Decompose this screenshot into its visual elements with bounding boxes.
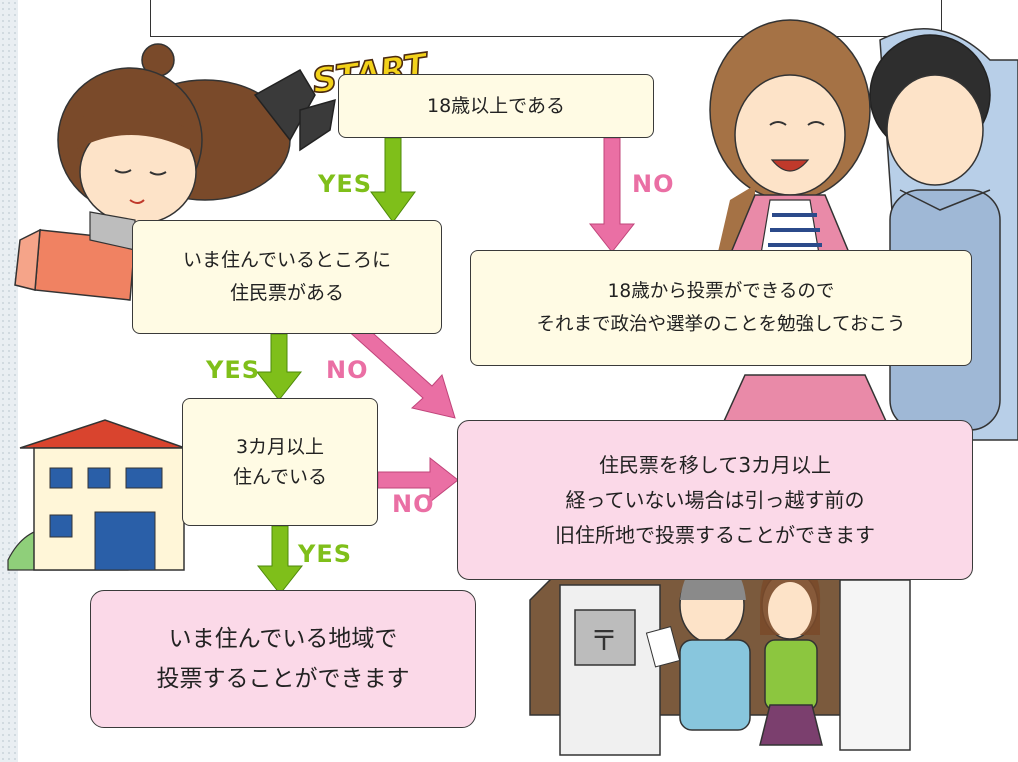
question-registry-box: いま住んでいるところに 住民票がある bbox=[132, 220, 442, 334]
arrow-no-age bbox=[588, 137, 636, 253]
result-old-address-line2: 経っていない場合は引っ越す前の bbox=[565, 487, 865, 512]
arrow-yes-age bbox=[370, 137, 416, 223]
result-under18-box: 18歳から投票ができるので それまで政治や選挙のことを勉強しておこう bbox=[470, 250, 972, 366]
couple-illustration bbox=[709, 19, 1018, 441]
arrow-yes-registry bbox=[255, 333, 303, 401]
question-three-months-line2: 住んでいる bbox=[232, 466, 328, 488]
question-three-months-box: 3カ月以上 住んでいる bbox=[182, 398, 378, 526]
question-age-box: 18歳以上である bbox=[338, 74, 654, 138]
edge-label-yes-age: YES bbox=[318, 170, 373, 198]
result-under18-line1: 18歳から投票ができるので bbox=[607, 280, 835, 302]
result-old-address-line1: 住民票を移して3カ月以上 bbox=[598, 452, 832, 477]
question-registry-line2: 住民票がある bbox=[229, 282, 344, 304]
edge-label-no-three-months: NO bbox=[392, 490, 435, 518]
result-old-address-line3: 旧住所地で投票することができます bbox=[555, 522, 875, 547]
svg-text:〒: 〒 bbox=[590, 624, 618, 657]
page-edge-strip bbox=[0, 0, 18, 762]
result-local-box: いま住んでいる地域で 投票することができます bbox=[90, 590, 476, 728]
result-local-line1: いま住んでいる地域で bbox=[168, 625, 398, 652]
arrow-no-three-months bbox=[377, 456, 459, 504]
question-age-text: 18歳以上である bbox=[427, 94, 565, 117]
voting-station-illustration: 〒 bbox=[529, 560, 911, 756]
edge-label-yes-three-months: YES bbox=[298, 540, 353, 568]
arrow-yes-three-months bbox=[256, 525, 304, 595]
question-three-months-line1: 3カ月以上 bbox=[235, 435, 325, 458]
edge-label-yes-registry: YES bbox=[206, 356, 261, 384]
result-under18-line2: それまで政治や選挙のことを勉強しておこう bbox=[536, 314, 906, 335]
question-registry-line1: いま住んでいるところに bbox=[182, 248, 392, 271]
edge-label-no-age: NO bbox=[632, 170, 675, 198]
flow-arrows bbox=[255, 137, 636, 595]
result-old-address-box: 住民票を移して3カ月以上 経っていない場合は引っ越す前の 旧住所地で投票すること… bbox=[457, 420, 973, 580]
result-local-line2: 投票することができます bbox=[156, 666, 410, 692]
edge-label-no-registry: NO bbox=[326, 356, 369, 384]
house-illustration bbox=[7, 419, 186, 571]
reading-girl-illustration bbox=[14, 43, 336, 301]
